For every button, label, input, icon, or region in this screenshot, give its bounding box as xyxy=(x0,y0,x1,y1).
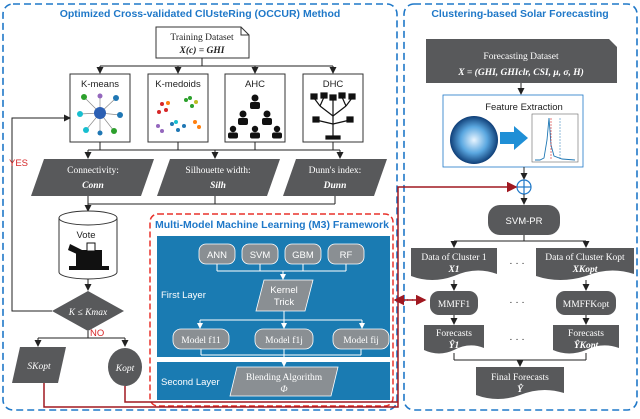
s-kopt-to-forecast-arrow xyxy=(43,181,518,408)
index-connectivity: Connectivity: Conn xyxy=(31,159,154,196)
model-rf: RF xyxy=(340,250,353,261)
index-silhouette-label: Silhouette width: xyxy=(185,166,250,176)
blending-algorithm-box: Blending Algorithm Φ xyxy=(229,366,339,397)
cluster-1-label: Data of Cluster 1 xyxy=(421,252,486,263)
occur-title: Optimized Cross-validated ClUsteRing (OC… xyxy=(60,8,341,20)
final-forecasts-var: Ŷ xyxy=(517,383,524,395)
forecasts-1-label: Forecasts xyxy=(436,329,472,339)
cluster-kopt-label: Data of Cluster Kopt xyxy=(545,252,625,263)
forecasting-dataset-doc: Forecasting Dataset X = (GHI, GHIclr, CS… xyxy=(426,39,617,83)
mmff-1-box: MMFF1 xyxy=(430,291,478,315)
index-dunn-label: Dunn's index: xyxy=(309,166,362,176)
training-dataset-formula: X(c) = GHI xyxy=(179,45,225,56)
forecasting-dataset-label: Forecasting Dataset xyxy=(483,52,559,62)
forecasts-kopt-label: Forecasts xyxy=(568,329,604,339)
model-function-boxes: Model f11 Model f1j Model fij xyxy=(172,328,390,350)
arrow-right-icon xyxy=(500,126,528,150)
algo-kmedoids-label: K-medoids xyxy=(155,79,201,90)
index-dunn: Dunn's index: Dunn xyxy=(283,159,387,196)
kernel-label: Kernel xyxy=(270,285,297,296)
trick-label: Trick xyxy=(274,297,294,308)
forecasts-kopt-var: ŶKopt xyxy=(574,339,599,351)
combine-circle xyxy=(516,179,532,195)
index-silhouette: Silhouette width: Silh xyxy=(157,159,280,196)
training-dataset-doc xyxy=(155,26,250,59)
m3-section-border xyxy=(149,213,394,407)
model-f11: Model f11 xyxy=(181,335,221,346)
algo-ahc-label: AHC xyxy=(245,79,265,90)
algo-dhc-box: DHC xyxy=(302,73,364,143)
training-dataset-label: Training Dataset xyxy=(170,33,234,43)
occur-section-border xyxy=(2,3,398,411)
cluster-1-var: X1 xyxy=(447,265,459,275)
forecasting-section-border xyxy=(403,3,638,411)
final-forecasts-label: Final Forecasts xyxy=(491,373,549,383)
no-label: NO xyxy=(90,328,104,339)
mmff-kopt-box: MMFFKopt xyxy=(556,291,616,315)
model-gbm: GBM xyxy=(292,250,314,261)
algo-ahc-box: AHC xyxy=(224,73,286,143)
ballot-box-icon xyxy=(68,242,109,270)
model-fij: Model fij xyxy=(343,335,379,346)
k-opt-to-forecast-arrow xyxy=(124,386,398,403)
s-kopt-output: SKopt xyxy=(12,347,66,383)
kmedoids-scatter-icon xyxy=(156,96,201,133)
blending-symbol: Φ xyxy=(280,385,287,395)
forecasting-dataset-formula: X = (GHI, GHIclr, CSI, μ, σ, H) xyxy=(457,67,584,78)
algo-dhc-label: DHC xyxy=(323,79,344,90)
algo-kmeans-label: K-means xyxy=(81,79,119,90)
k-opt-text: Kopt xyxy=(115,364,135,374)
k-opt-output: Kopt xyxy=(108,348,142,386)
feature-extraction-label: Feature Extraction xyxy=(485,102,563,113)
model-pills: ANN SVM GBM RF xyxy=(198,243,365,265)
yes-label: YES xyxy=(9,158,28,169)
vote-label: Vote xyxy=(76,230,95,241)
svm-pr-label: SVM-PR xyxy=(506,216,543,227)
index-connectivity-value: Conn xyxy=(82,181,104,191)
algo-kmedoids-box: K-medoids xyxy=(147,73,209,143)
m3-title: Multi-Model Machine Learning (M3) Framew… xyxy=(155,219,389,231)
index-silhouette-value: Silh xyxy=(210,181,226,191)
final-forecasts-doc: Final Forecasts Ŷ xyxy=(476,367,564,399)
forecasts-1-doc: Forecasts Ŷ1 xyxy=(424,325,484,354)
cluster-kopt-data: Data of Cluster Kopt XKopt xyxy=(536,248,634,280)
histogram-icon xyxy=(531,113,579,163)
kmeans-cluster-icon xyxy=(77,93,123,136)
svm-pr-box: SVM-PR xyxy=(488,205,560,235)
clusters-ellipsis: · · · xyxy=(509,258,525,269)
first-layer-label: First Layer xyxy=(161,290,206,301)
mmff-kopt-label: MMFFKopt xyxy=(563,300,610,310)
forecasts-ellipsis: · · · xyxy=(509,334,525,345)
mmff-1-label: MMFF1 xyxy=(438,300,470,310)
forecasting-title: Clustering-based Solar Forecasting xyxy=(431,8,608,20)
forecasts-kopt-doc: Forecasts ŶKopt xyxy=(553,325,619,354)
feature-extraction-box: Feature Extraction xyxy=(442,94,584,168)
cluster-kopt-var: XKopt xyxy=(572,265,598,275)
s-kopt-text: SKopt xyxy=(27,362,51,372)
algo-kmeans-box: K-means xyxy=(69,73,131,143)
kernel-trick-box: Kernel Trick xyxy=(255,279,314,312)
index-dunn-value: Dunn xyxy=(323,181,347,191)
mmff-ellipsis: · · · xyxy=(509,297,525,308)
model-f1j: Model f1j xyxy=(265,335,303,346)
dhc-tree-icon xyxy=(310,92,356,140)
k-condition-text: K ≤ Kmax xyxy=(68,308,108,318)
second-layer-label: Second Layer xyxy=(161,377,220,388)
k-condition-diamond: K ≤ Kmax xyxy=(52,291,124,331)
index-connectivity-label: Connectivity: xyxy=(67,166,119,176)
yes-loop-arrow xyxy=(11,114,71,312)
model-ann: ANN xyxy=(207,250,227,261)
model-svm: SVM xyxy=(250,250,271,261)
blending-label: Blending Algorithm xyxy=(246,373,323,383)
sky-image-icon xyxy=(450,116,498,164)
ahc-people-hierarchy-icon xyxy=(228,94,282,139)
vote-database: Vote xyxy=(58,210,118,280)
cluster-1-data: Data of Cluster 1 X1 xyxy=(411,248,497,280)
forecasts-1-var: Ŷ1 xyxy=(449,339,460,351)
